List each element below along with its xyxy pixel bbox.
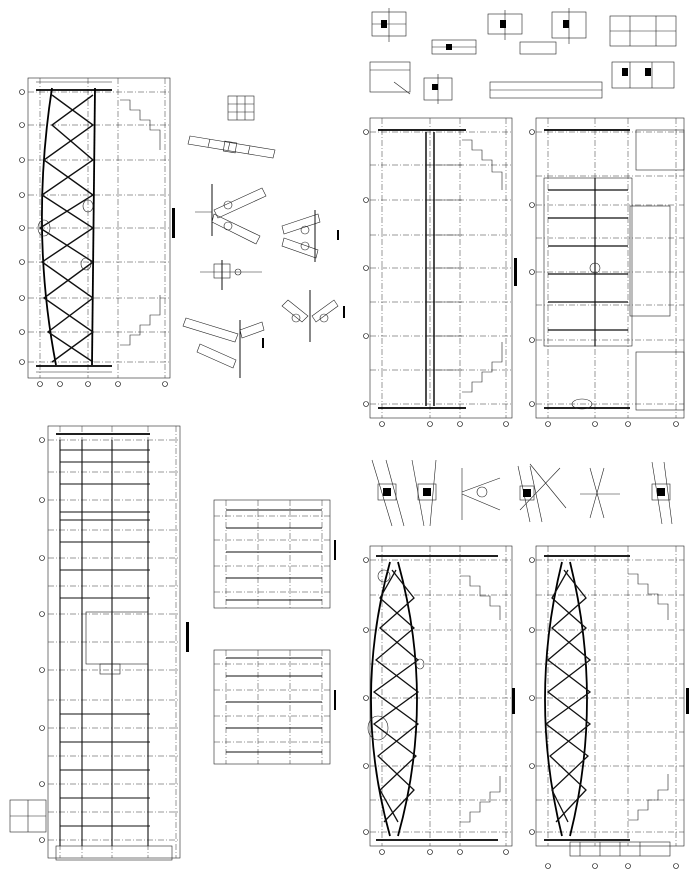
top-detail-strip xyxy=(369,8,677,104)
plan-upper-left xyxy=(363,117,517,427)
joint-details-left xyxy=(182,95,345,378)
grid-plan-long xyxy=(9,425,189,861)
plan-upper-right xyxy=(529,117,685,427)
small-plan-b xyxy=(213,649,336,765)
truss-elevation-lower-a xyxy=(363,545,515,855)
node-details-row xyxy=(371,459,673,527)
truss-elevation-lower-b xyxy=(529,545,689,869)
small-plan-a xyxy=(213,499,336,609)
truss-elevation-left xyxy=(19,77,175,387)
